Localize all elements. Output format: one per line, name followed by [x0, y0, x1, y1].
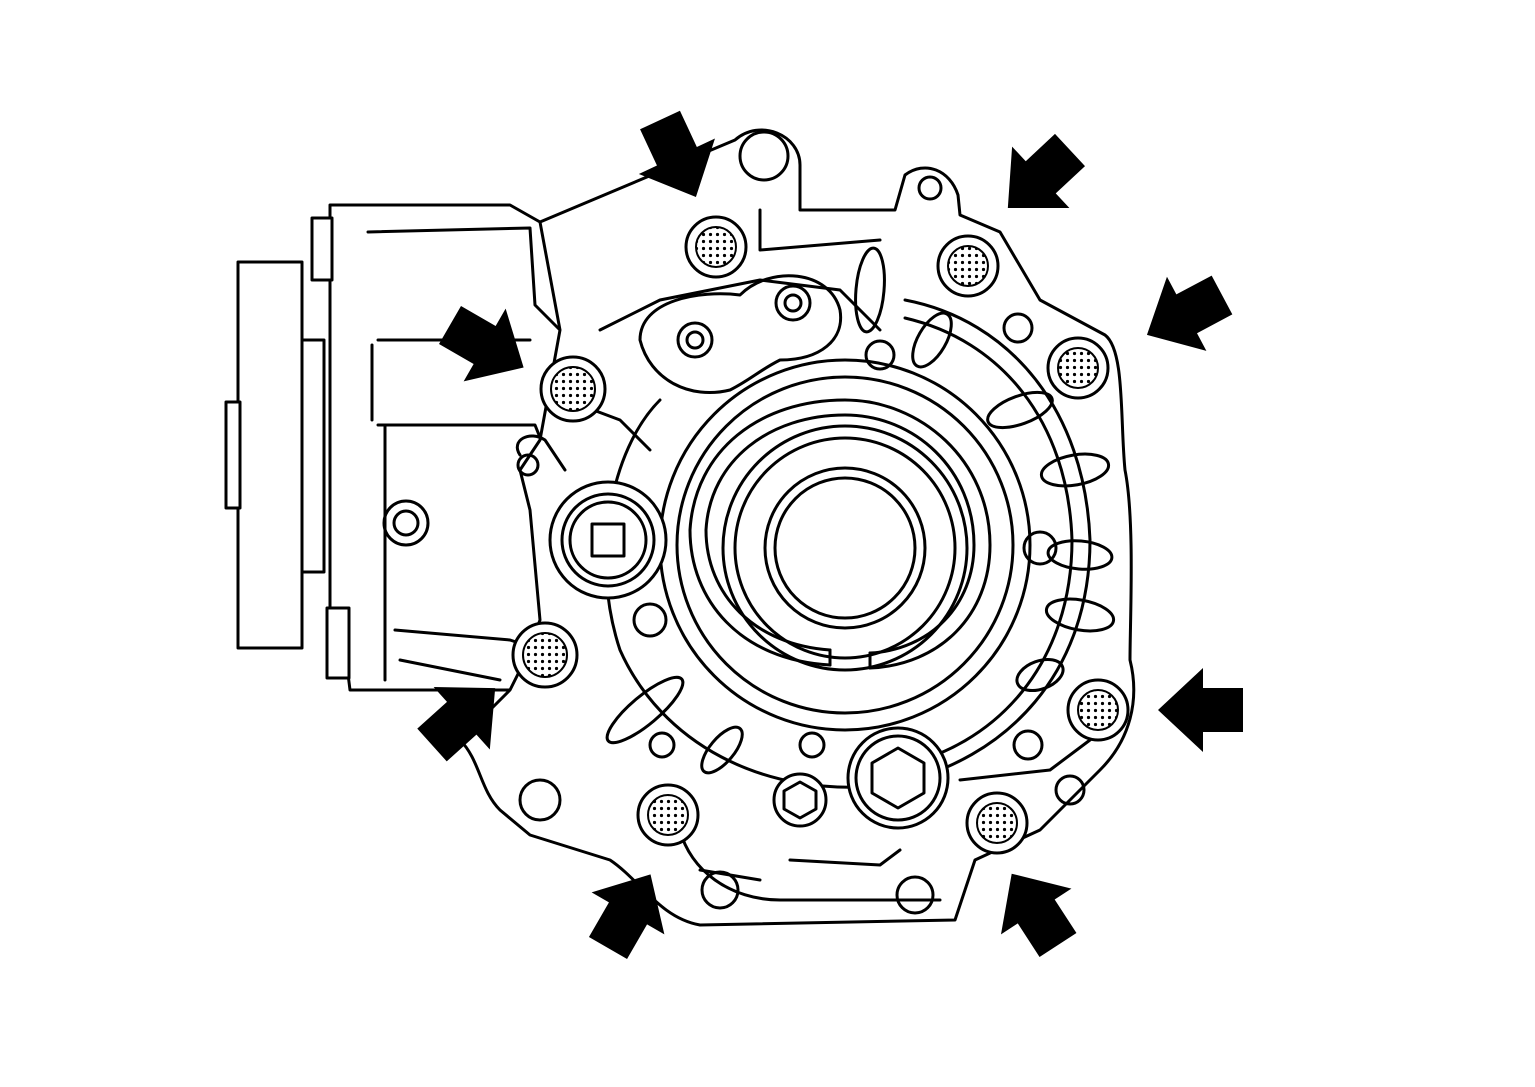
transfer-case-housing — [458, 128, 1136, 927]
arrow-bottom-right — [976, 850, 1094, 968]
highlighted-bolts — [511, 215, 1130, 855]
arrow-right-upper — [1127, 257, 1242, 372]
bolt-bottom-left — [636, 783, 700, 847]
bolt-top-right — [936, 234, 1000, 298]
bolt-right-upper — [1046, 336, 1110, 400]
arrow-right-lower — [1158, 668, 1243, 752]
bolt-top-left — [684, 215, 748, 279]
hex-plug — [772, 726, 950, 830]
square-drive-plug — [548, 480, 668, 600]
mounting-ears — [516, 130, 1086, 915]
arrow-top-right — [979, 119, 1099, 239]
bolt-right-lower — [1066, 678, 1130, 742]
bolt-left-upper — [539, 355, 607, 423]
bolt-bottom-right — [965, 791, 1029, 855]
bolt-left-lower — [511, 621, 579, 689]
input-flange — [224, 260, 326, 650]
